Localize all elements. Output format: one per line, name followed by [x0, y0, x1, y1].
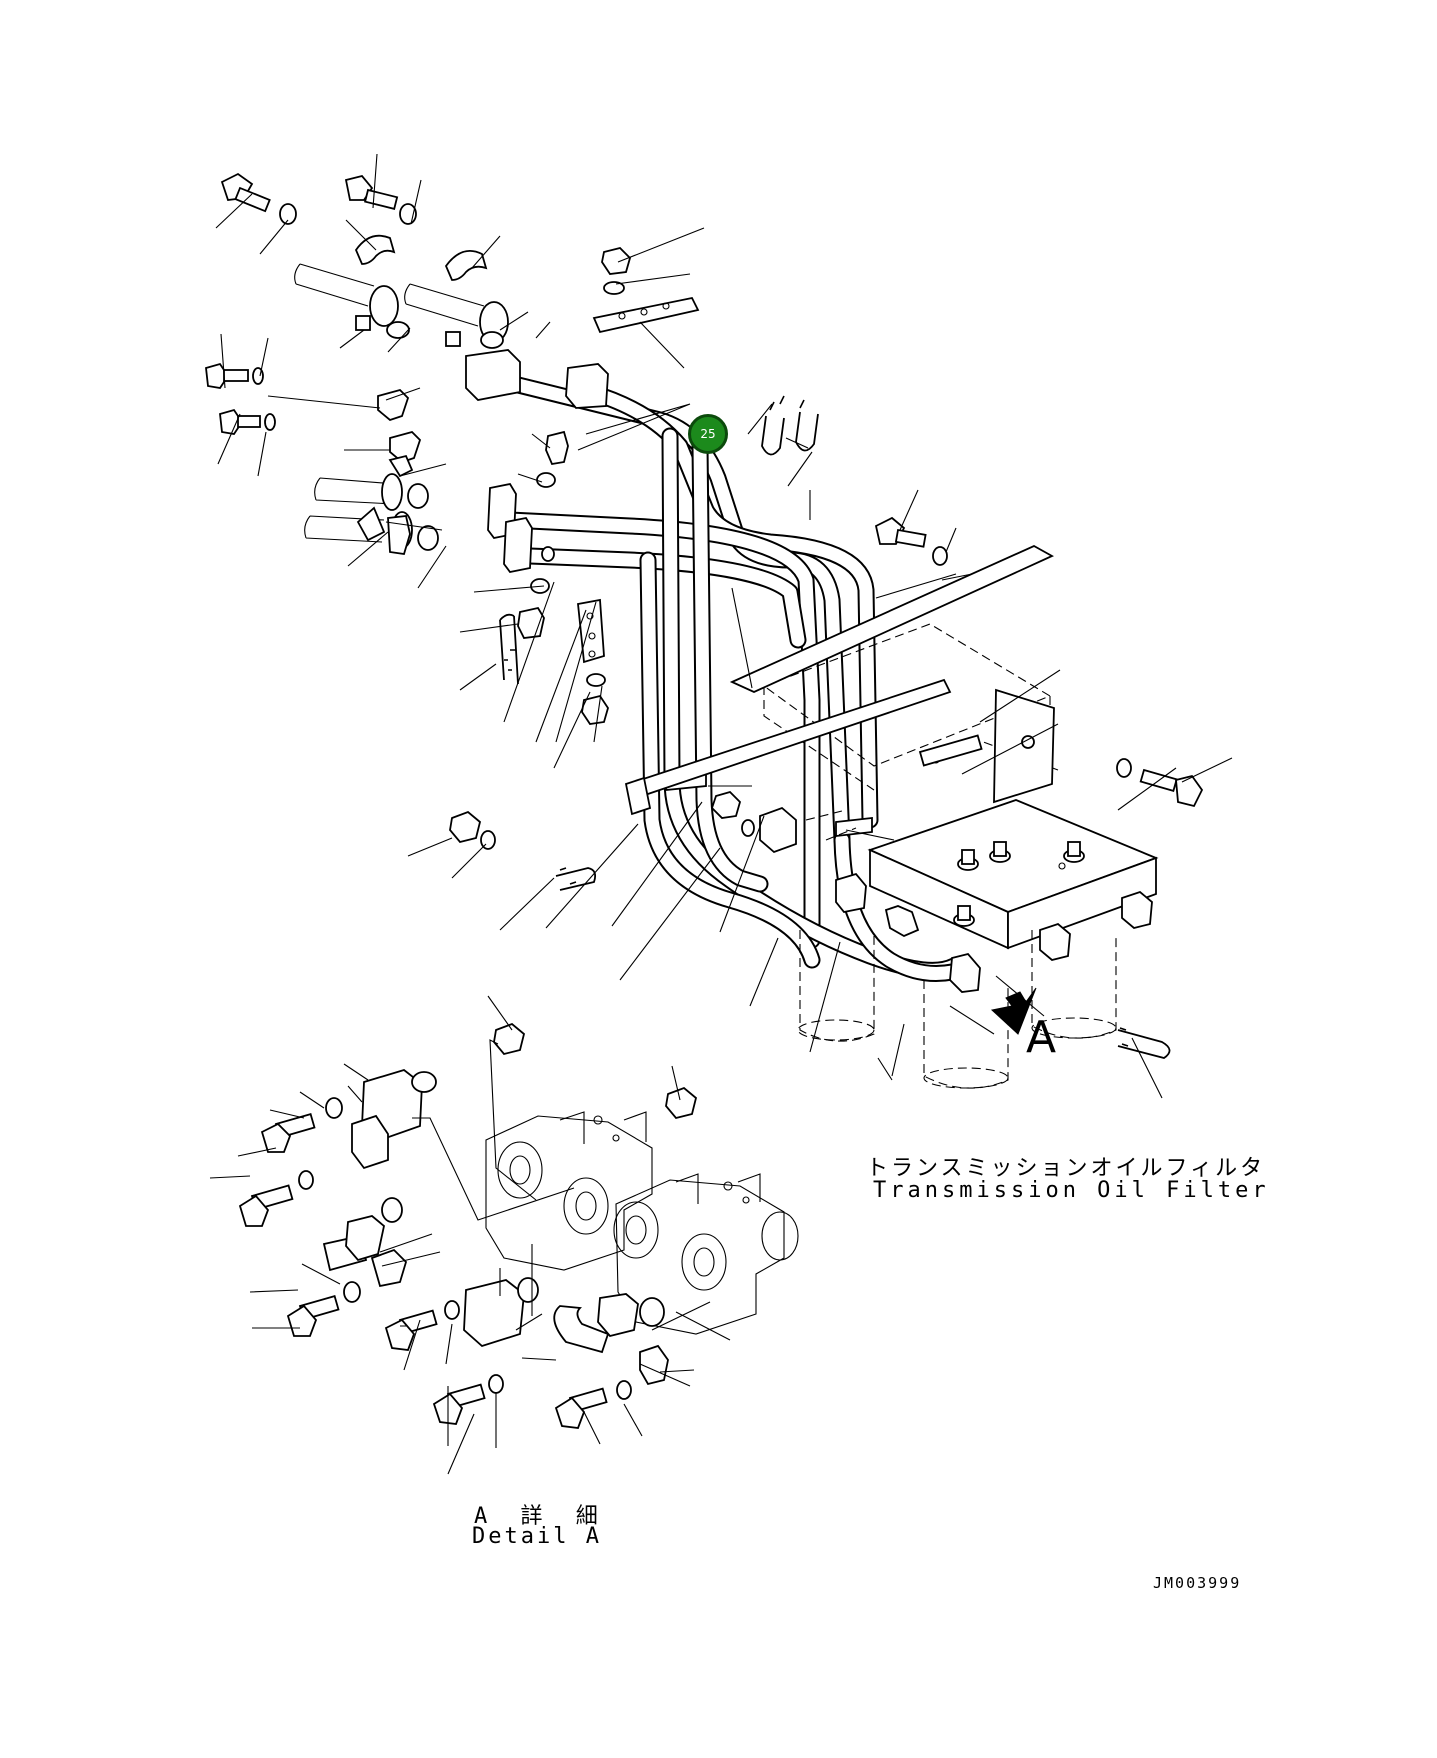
pipes	[465, 349, 963, 982]
flange-icon	[369, 285, 399, 327]
bolt-icon	[344, 174, 399, 210]
split-flange-icon	[389, 430, 422, 464]
plug-icon	[517, 606, 545, 639]
o-ring-icon	[417, 525, 439, 551]
nut-icon	[581, 694, 609, 725]
pipe-flange	[465, 349, 521, 401]
leader-lines	[209, 153, 1233, 1475]
pipe-flange	[884, 905, 920, 938]
bolt-icon	[1063, 841, 1085, 863]
bolt-icon	[874, 516, 927, 548]
bolt-icon	[219, 408, 261, 435]
nut-icon	[710, 790, 742, 819]
bracket-plate	[918, 734, 983, 767]
bolt-icon	[286, 1294, 340, 1337]
callout-25[interactable]: 25	[688, 414, 728, 454]
split-flange-icon	[444, 250, 488, 281]
filter-canister	[797, 930, 875, 1042]
washer-icon	[932, 546, 948, 566]
nut-icon	[601, 247, 632, 275]
u-bolt-icon	[761, 395, 819, 456]
split-flange-icon	[345, 1215, 385, 1262]
pipe-flange	[503, 516, 533, 573]
washer-icon	[343, 1281, 361, 1303]
washer-icon	[444, 1300, 460, 1320]
washer-icon	[325, 1097, 343, 1119]
drawing-number: JM003999	[1153, 1574, 1242, 1592]
detail-a	[238, 1022, 799, 1429]
flange-icon	[463, 1279, 525, 1348]
washer-icon	[603, 281, 625, 295]
washer-icon	[298, 1170, 314, 1190]
bolt-icon	[432, 1383, 486, 1425]
o-ring-icon	[480, 331, 504, 349]
filter-assembly	[624, 544, 1204, 1089]
detail-label-en: Detail A	[472, 1524, 602, 1549]
o-ring-icon	[517, 1277, 539, 1303]
bolt-icon	[554, 1387, 608, 1429]
bolt-icon	[220, 172, 271, 213]
bolt-icon	[205, 362, 249, 389]
pipe-flange	[835, 872, 867, 913]
bracket-plate	[729, 544, 1054, 693]
bolt-icon	[989, 841, 1011, 863]
bolt-icon	[957, 849, 979, 871]
plate-bracket	[592, 296, 700, 334]
washer-icon	[480, 830, 496, 850]
detail-label-jp: A 詳 細	[474, 1504, 608, 1529]
split-flange-icon	[639, 1344, 669, 1386]
pipe-flange	[1039, 922, 1071, 961]
filter-label-jp: トランスミッションオイルフィルタ	[866, 1156, 1266, 1181]
o-ring-icon	[536, 472, 556, 488]
pipe-flange	[1121, 890, 1153, 929]
bolt-icon	[238, 1184, 294, 1227]
washer-icon	[264, 413, 276, 431]
bracket-plate	[624, 776, 652, 816]
nut-icon	[449, 810, 482, 844]
small-parts	[449, 247, 948, 891]
washer-icon	[616, 1380, 632, 1400]
fitting-elbow	[545, 430, 569, 466]
washer-icon	[741, 819, 755, 837]
washer-icon	[1116, 758, 1132, 778]
pipe-flange	[949, 952, 981, 993]
split-flange-icon	[377, 388, 410, 422]
split-flange-icon	[354, 234, 396, 265]
bolt-icon	[260, 1112, 316, 1153]
pipe-flange	[565, 363, 609, 409]
nut-icon	[665, 1086, 698, 1120]
u-bolt-icon	[1117, 1027, 1171, 1059]
tube-stub	[351, 1114, 389, 1170]
bolt-icon	[384, 1309, 438, 1351]
o-ring-icon	[386, 321, 410, 339]
view-arrow-label: A	[1026, 1012, 1057, 1063]
view-arrow-icon	[990, 987, 1037, 1035]
filter-canister	[923, 980, 1009, 1089]
bolt-icon	[953, 905, 975, 927]
split-flange-icon	[597, 1293, 639, 1338]
upper-left-fittings	[205, 172, 509, 556]
washer-icon	[279, 203, 297, 225]
filter-label-en: Transmission Oil Filter	[873, 1178, 1270, 1203]
o-ring-icon	[411, 1071, 437, 1093]
split-flange-icon	[370, 1248, 408, 1288]
o-ring-icon	[381, 1197, 403, 1223]
nut-icon	[493, 1022, 526, 1056]
washer-icon	[586, 673, 606, 687]
pipe-flange	[759, 806, 797, 854]
filter-canister	[1031, 930, 1117, 1039]
washer-icon	[488, 1374, 504, 1394]
flange-icon	[381, 473, 403, 511]
o-ring-icon	[639, 1297, 665, 1327]
pipe-clamp	[835, 816, 873, 838]
o-ring-icon	[407, 483, 429, 509]
tube-stub	[404, 283, 485, 327]
bolt-icon	[1139, 768, 1204, 808]
tube-stub	[294, 263, 375, 307]
u-bolt-icon	[499, 613, 519, 685]
